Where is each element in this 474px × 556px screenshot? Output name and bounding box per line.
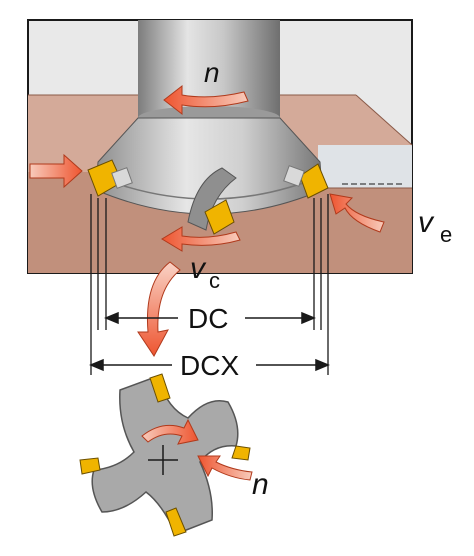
top-feed-arrow: [197, 455, 253, 481]
dc-dimension: [104, 311, 316, 325]
top-insert-top: [149, 373, 171, 403]
dcx-dimension: [89, 358, 330, 372]
feed-speed-subscript: e: [440, 222, 452, 247]
cutting-speed-label: v: [190, 252, 207, 285]
feed-speed-label: v: [418, 206, 435, 239]
insert-right: [299, 163, 329, 199]
top-insert-left: [79, 457, 101, 475]
dimension-extension-lines: [90, 194, 329, 375]
feed-speed-arrow: [329, 193, 385, 233]
milling-cutter: [87, 20, 329, 235]
top-insert-right: [231, 445, 251, 461]
cutting-speed-subscript: c: [209, 268, 220, 293]
feed-arrow-left: [29, 153, 83, 189]
dcx-label: DCX: [180, 350, 239, 381]
cutting-speed-arrow: [137, 261, 181, 357]
cutter-top-view: [79, 373, 253, 537]
dc-label: DC: [188, 303, 228, 334]
top-rotation-arrow: [141, 418, 199, 445]
spindle-rotation-arrow: [163, 84, 249, 116]
cutting-rotation-arrow: [161, 226, 241, 252]
top-insert-bottom: [165, 507, 187, 537]
top-view-body: [91, 375, 239, 535]
spindle-rotation-label: n: [204, 57, 220, 88]
top-view-rotation-label: n: [252, 468, 269, 501]
insert-center: [204, 199, 235, 235]
